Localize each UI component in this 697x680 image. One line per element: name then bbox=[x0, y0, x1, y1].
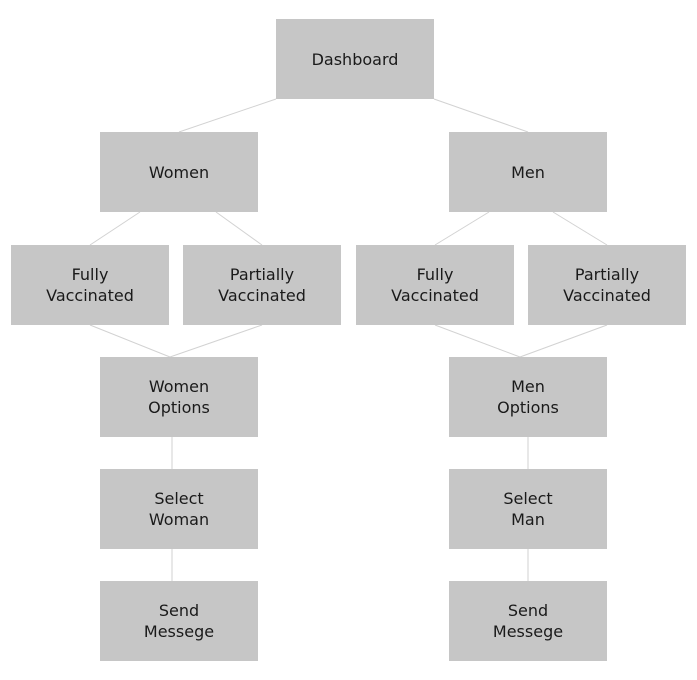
node-label: Dashboard bbox=[311, 49, 399, 69]
connector-men-fully bbox=[434, 211, 490, 246]
node-label: Men Options bbox=[497, 377, 559, 417]
node-women: Women bbox=[100, 132, 258, 212]
node-label: Partially Vaccinated bbox=[563, 265, 651, 305]
node-label: Women bbox=[148, 162, 210, 182]
connector-wpartially-woptions bbox=[169, 324, 263, 358]
node-women-fully-vaccinated: Fully Vaccinated bbox=[11, 245, 169, 325]
connector-dashboard-men bbox=[433, 98, 529, 133]
node-men-options: Men Options bbox=[449, 357, 607, 437]
connector-wfully-woptions bbox=[89, 324, 171, 358]
node-label: Send Messege bbox=[492, 601, 564, 641]
node-label: Men bbox=[511, 162, 545, 182]
node-select-woman: Select Woman bbox=[100, 469, 258, 549]
connector-dashboard-women bbox=[178, 98, 277, 133]
node-women-send-message: Send Messege bbox=[100, 581, 258, 661]
node-men: Men bbox=[449, 132, 607, 212]
node-dashboard: Dashboard bbox=[276, 19, 434, 99]
connector-women-fully bbox=[89, 211, 141, 246]
node-women-options: Women Options bbox=[100, 357, 258, 437]
node-label: Women Options bbox=[148, 377, 210, 417]
node-label: Fully Vaccinated bbox=[391, 265, 479, 305]
node-men-fully-vaccinated: Fully Vaccinated bbox=[356, 245, 514, 325]
node-label: Fully Vaccinated bbox=[46, 265, 134, 305]
node-men-partially-vaccinated: Partially Vaccinated bbox=[528, 245, 686, 325]
node-men-send-message: Send Messege bbox=[449, 581, 607, 661]
connector-women-partially bbox=[215, 211, 263, 246]
node-label: Send Messege bbox=[143, 601, 215, 641]
node-select-man: Select Man bbox=[449, 469, 607, 549]
connector-men-partially bbox=[552, 211, 608, 246]
node-women-partially-vaccinated: Partially Vaccinated bbox=[183, 245, 341, 325]
node-label: Select Woman bbox=[148, 489, 210, 529]
node-label: Partially Vaccinated bbox=[218, 265, 306, 305]
node-label: Select Man bbox=[503, 489, 553, 529]
connector-mfully-moptions bbox=[434, 324, 521, 358]
connector-mpartially-moptions bbox=[519, 324, 608, 358]
